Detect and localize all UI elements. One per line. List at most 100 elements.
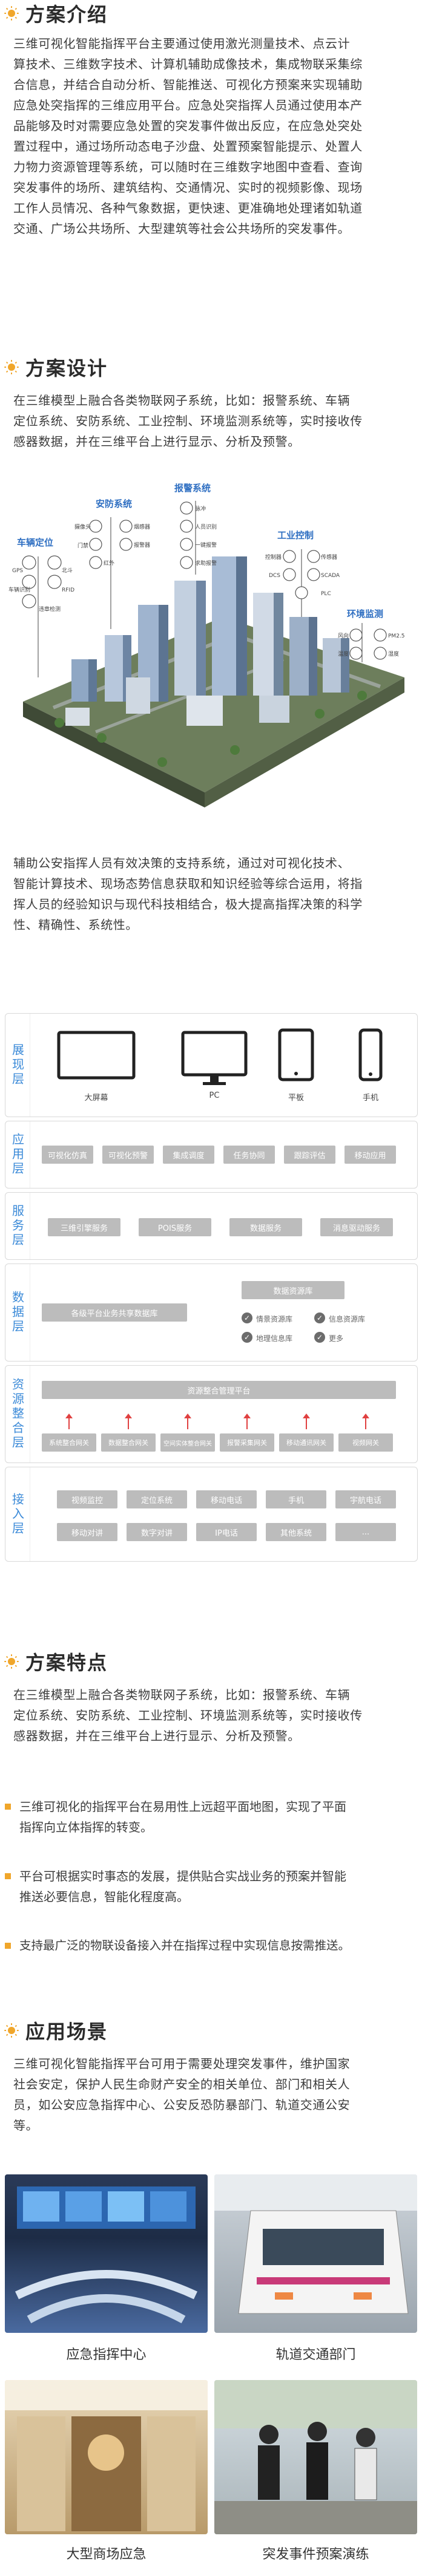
map-item: 脉冲: [195, 505, 206, 512]
up-arrow-icon: [362, 1414, 369, 1429]
check-icon: ✓: [314, 1312, 325, 1323]
gateway-item: 视频网关: [338, 1433, 393, 1452]
service-item: 数据服务: [229, 1218, 302, 1236]
bullet-line: 指挥向立体指挥的转变。: [19, 1820, 153, 1834]
text-line: 社会安定，保护人民生命财产安全的相关单位、部门和相关人: [13, 2077, 351, 2092]
section-title: 方案介绍: [25, 3, 108, 26]
layer-name: 数据层: [5, 1264, 30, 1361]
device-label: 大屏幕: [84, 1094, 108, 1103]
intro-paragraph: 三维可视化智能指挥平台主要通过使用激光测量技术、点云计 算技术、三维数字技术、计…: [13, 33, 410, 239]
text-line: 置过程中，通过场所动态电子沙盘、处置预案智能提示、处置人: [13, 139, 363, 154]
map-item: 摄像头: [74, 523, 91, 530]
integration-manager-box: 资源整合管理平台: [42, 1381, 396, 1399]
feature-bullet: 三维可视化的指挥平台在易用性上远超平面地图，实现了平面 指挥向立体指挥的转变。: [5, 1796, 417, 1837]
data-check-label: 情景资源库: [256, 1315, 293, 1323]
access-item: 宇航电话: [335, 1490, 396, 1508]
gateway-item: 空间实体整合网关: [160, 1433, 215, 1452]
data-check-label: 更多: [329, 1334, 344, 1343]
map-item: 车辆识别: [8, 586, 30, 593]
scene-image-rail-transit: [214, 2174, 417, 2333]
text-line: 在三维模型上融合各类物联网子系统，比如：报警系统、车辆: [13, 393, 351, 408]
bullet-square-icon: [5, 1804, 11, 1810]
map-item: 求助报警: [195, 559, 217, 567]
text-line: 力物力资源管理等系统，可以随时在三维数字地图中查看、查询: [13, 160, 363, 174]
map-item: GPS: [12, 568, 23, 574]
sun-icon: [4, 5, 19, 21]
label-alarm: 报警系统: [174, 483, 211, 494]
city-buildings: [65, 556, 349, 726]
gateway-item: 移动通讯网关: [279, 1433, 334, 1452]
map-item: 烟感器: [134, 523, 150, 530]
check-icon: ✓: [242, 1312, 252, 1323]
up-arrow-icon: [303, 1414, 310, 1429]
text-line: 品能够及时对需要应急处置的突发事件做出反应，在应急处突处: [13, 119, 363, 133]
map-item: DCS: [269, 573, 280, 579]
check-icon: ✓: [242, 1332, 252, 1343]
feature-bullet: 平台可根据实时事态的发展，提供贴合实战业务的预案并智能 推送必要信息，智能化程度…: [5, 1866, 417, 1907]
text-line: 工作人员情况、各种气象数据，更快速、更准确地处理诸如轨道: [13, 201, 363, 215]
bullet-line: 平台可根据实时事态的发展，提供贴合实战业务的预案并智能: [19, 1869, 346, 1883]
section-title: 方案特点: [25, 1651, 108, 1674]
section-header-design: 方案设计: [0, 354, 422, 380]
gateway-item: 系统整合网关: [42, 1433, 96, 1452]
scene-label: 应急指挥中心: [66, 2347, 147, 2362]
gateway-item: 数据整合网关: [101, 1433, 156, 1452]
layer-access: 接入层 视频监控 定位系统 移动电话 手机 宇航电话 移动对讲 数字对讲 IP电…: [5, 1467, 418, 1562]
access-item: IP电话: [196, 1523, 257, 1541]
text-line: 等。: [13, 2118, 39, 2133]
map-item: 风向: [338, 632, 349, 639]
data-resource-box: 数据资源库: [242, 1281, 345, 1299]
device-label: PC: [209, 1091, 220, 1100]
design-paragraph: 在三维模型上融合各类物联网子系统，比如：报警系统、车辆 定位系统、安防系统、工业…: [13, 390, 410, 452]
map-item: 北斗: [62, 567, 73, 574]
text-line: 算技术、三维数字技术、计算机辅助成像技术，集成物联采集综: [13, 57, 363, 71]
phone-icon: [358, 1028, 383, 1081]
text-line: 在三维模型上融合各类物联网子系统，比如：报警系统、车辆: [13, 1687, 351, 1702]
map-item: 人员识别: [195, 524, 217, 530]
section-title: 应用场景: [25, 2020, 108, 2043]
text-line: 三维可视化智能指挥平台主要通过使用激光测量技术、点云计: [13, 36, 351, 51]
access-item: 视频监控: [57, 1490, 117, 1508]
scene-label: 轨道交通部门: [275, 2347, 356, 2362]
scene-image-drill: [214, 2380, 417, 2534]
features-paragraph: 在三维模型上融合各类物联网子系统，比如：报警系统、车辆 定位系统、安防系统、工业…: [13, 1684, 410, 1746]
label-vehicle: 车辆定位: [17, 537, 53, 548]
text-line: 辅助公安指挥人员有效决策的支持系统，通过对可视化技术、: [13, 856, 351, 870]
bullet-line: 三维可视化的指挥平台在易用性上远超平面地图，实现了平面: [19, 1799, 346, 1814]
app-item: 跟踪评估: [284, 1146, 335, 1164]
map-item: 控制器: [265, 553, 282, 561]
text-line: 定位系统、安防系统、工业控制、环境监测系统等，实时接收传: [13, 1708, 363, 1723]
scene-label: 突发事件预案演练: [262, 2547, 369, 2562]
text-line: 智能计算技术、现场态势信息获取和知识经验等综合运用，将指: [13, 876, 363, 891]
access-item: 手机: [266, 1490, 326, 1508]
app-item: 可视化仿真: [42, 1146, 93, 1164]
text-line: 应急处突指挥的三维应用平台。应急处突指挥人员通过使用本产: [13, 98, 363, 112]
sun-icon: [4, 1654, 19, 1669]
label-security: 安防系统: [96, 498, 132, 509]
map-item: 传感器: [321, 553, 337, 561]
up-arrow-icon: [184, 1414, 191, 1429]
service-item: 消息驱动服务: [320, 1218, 393, 1236]
map-item: 门禁: [77, 542, 88, 549]
label-industrial: 工业控制: [277, 530, 314, 541]
data-check-label: 地理信息库: [256, 1334, 293, 1343]
text-line: 三维可视化智能指挥平台可用于需要处理突发事件，维护国家: [13, 2056, 351, 2071]
layer-data: 数据层 数据资源库 各级平台业务共享数据库 ✓ 情景资源库 ✓ 信息资源库 ✓ …: [5, 1264, 418, 1361]
map-item: SCADA: [321, 573, 340, 579]
map-item: PLC: [321, 591, 331, 597]
map-item: 温度: [338, 650, 349, 657]
text-line: 员，如公安应急指挥中心、公安反恐防暴部门、轨道交通公安: [13, 2098, 351, 2112]
scenarios-paragraph: 三维可视化智能指挥平台可用于需要处理突发事件，维护国家 社会安定，保护人民生命财…: [13, 2053, 410, 2136]
access-item: 数字对讲: [127, 1523, 187, 1541]
map-item: PM2.5: [388, 633, 405, 639]
text-line: 定位系统、安防系统、工业控制、环境监测系统等，实时接收传: [13, 414, 363, 428]
iot-city-illustration: 车辆定位 GPS 北斗 RFID 车辆识别 违章检测 安防系统 门禁 报警器 烟…: [8, 483, 405, 807]
app-item: 移动应用: [345, 1146, 396, 1164]
label-env: 环境监测: [347, 608, 383, 619]
text-line: 性、精确性、系统性。: [13, 918, 138, 932]
bullet-square-icon: [5, 1943, 11, 1949]
gateway-item: 报警采集网关: [220, 1433, 274, 1452]
check-icon: ✓: [314, 1332, 325, 1343]
layer-integration: 资源整合层 资源整合管理平台 系统整合网关 数据整合网关 空间实体整合网关 报警…: [5, 1365, 418, 1463]
